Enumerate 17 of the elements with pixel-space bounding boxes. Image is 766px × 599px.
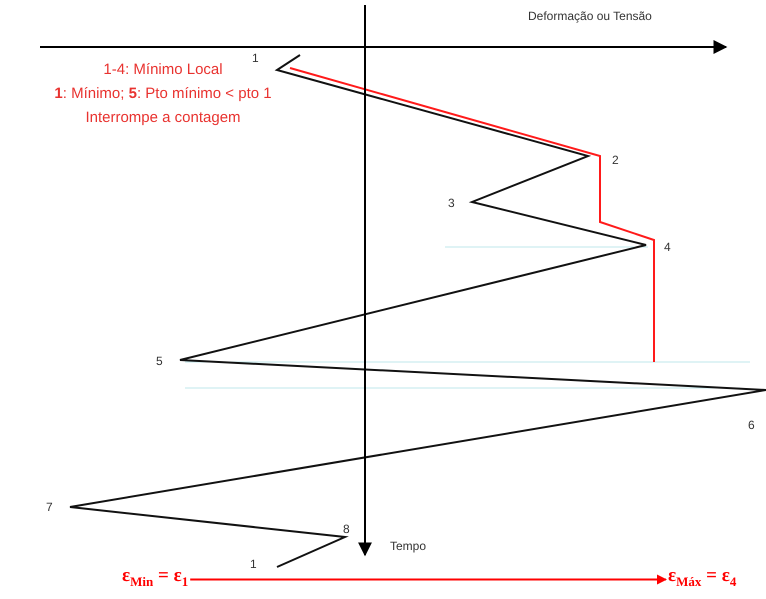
note-text: Interrompe a contagem [84,110,242,126]
point-label: 8 [343,523,350,536]
point-label: 4 [664,241,671,254]
note-text: 1-4: Mínimo Local [102,62,224,78]
point-label: 1 [252,52,259,66]
point-label: 2 [612,154,619,168]
axis-label: Tempo [390,540,426,554]
note-text: 1: Mínimo; 5: Pto mínimo < pto 1 [53,86,273,102]
point-label: 7 [46,501,53,514]
point-label: 5 [156,355,163,368]
point-label: 3 [448,197,455,210]
point-label: 1 [250,558,257,572]
formula: ε$_{Máx}$ = ε$_{4}$ [668,566,736,590]
arrow [190,574,667,585]
formula: ε$_{Min}$ = ε$_{1}$ [122,566,188,590]
axis-label: Deformação ou Tensão [528,10,652,24]
point-label: 6 [748,419,755,432]
